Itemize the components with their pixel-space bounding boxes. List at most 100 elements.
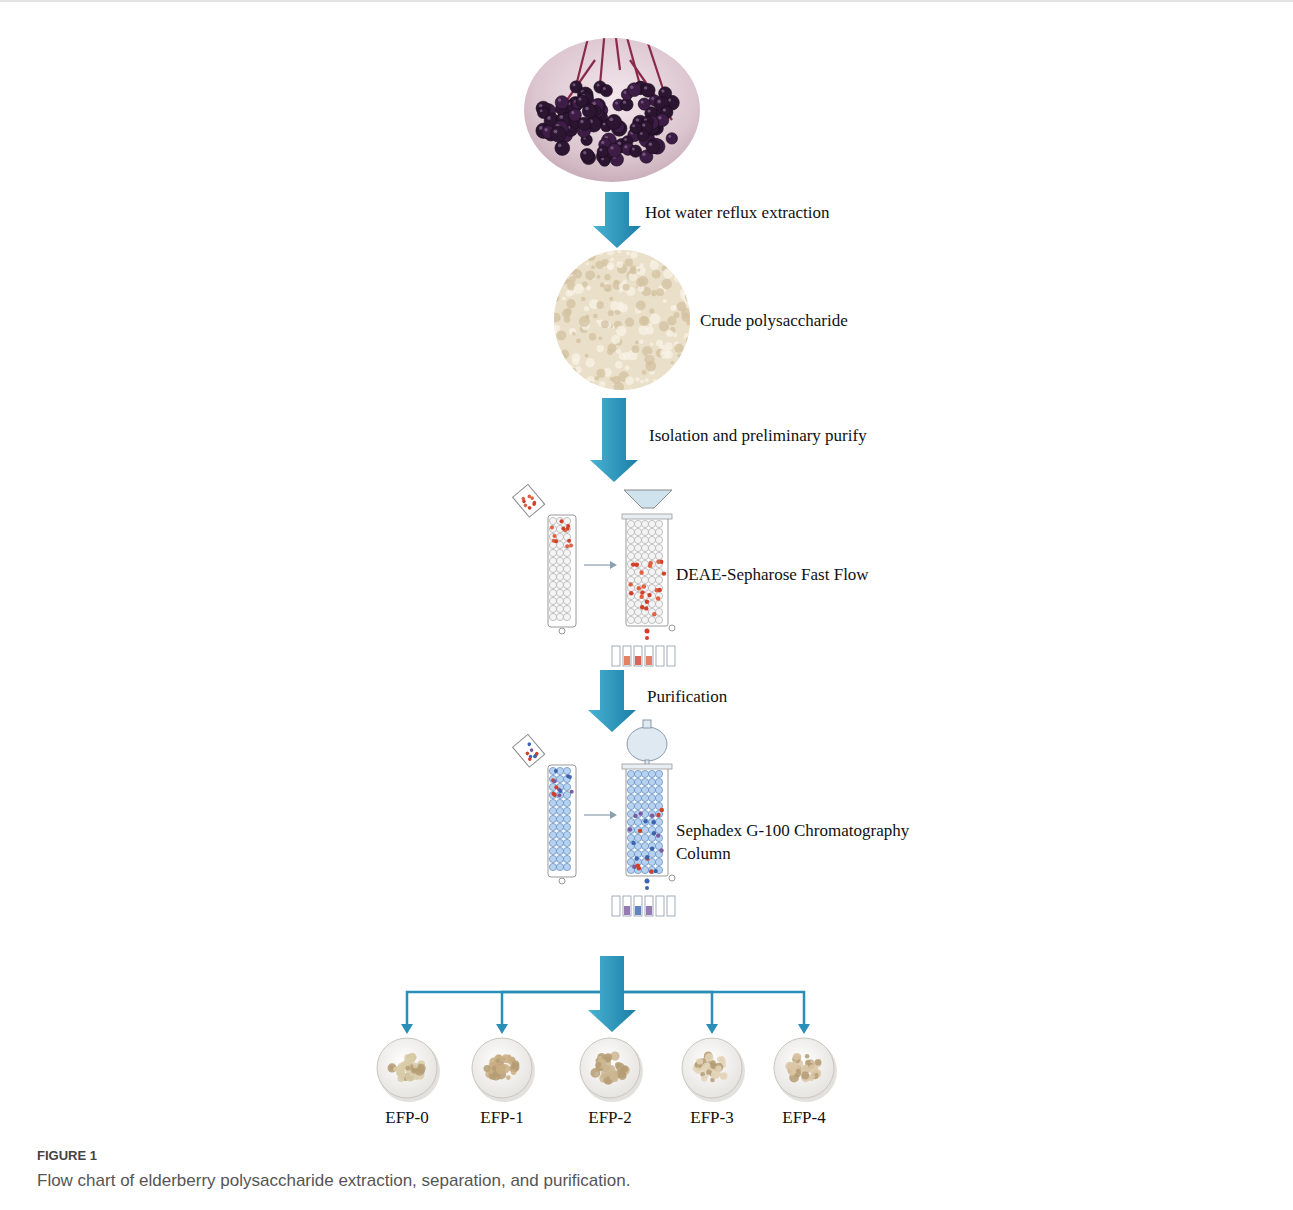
sample-dot (629, 582, 633, 586)
powder-flake (607, 248, 615, 256)
beaker-body (513, 484, 545, 517)
gel-bead (648, 770, 655, 777)
berry-shine (597, 84, 600, 87)
sample-dot (640, 605, 644, 609)
powder-flake (683, 261, 690, 268)
powder-flake (651, 260, 654, 263)
column-rim (622, 764, 672, 769)
powder-flake (649, 309, 654, 314)
powder-flake (617, 249, 621, 253)
sample-dot (527, 757, 532, 762)
powder-flake (659, 321, 669, 331)
gel-bead (549, 581, 556, 588)
berry-shine (668, 135, 671, 138)
sample-dot (650, 847, 654, 851)
powder-flake (666, 330, 673, 337)
powder-flake (619, 289, 623, 293)
sample-dot (527, 494, 532, 499)
gel-bead (549, 557, 556, 564)
powder-flake (663, 299, 667, 303)
berry-shine (640, 132, 643, 135)
sample-flake (405, 1066, 410, 1071)
powder-flake (625, 366, 630, 371)
powder-flake (636, 301, 646, 311)
gel-bead (648, 834, 655, 841)
gel-bead (556, 557, 563, 564)
gel-bead (556, 589, 563, 596)
gel-bead (634, 536, 641, 543)
gel-bead (563, 557, 570, 564)
sample-flake (617, 1069, 626, 1078)
fraction (635, 906, 641, 915)
powder-flake (574, 284, 584, 294)
gel-bead (556, 799, 563, 806)
sample-flake (609, 1075, 614, 1080)
powder-flake (583, 380, 588, 385)
sample-dot (525, 751, 530, 756)
sample-dot (554, 785, 558, 789)
sample-flake (801, 1072, 809, 1080)
powder-flake (640, 263, 644, 267)
sample-flake (489, 1070, 494, 1075)
sample-dot (550, 526, 554, 530)
powder-flake (626, 251, 630, 255)
column-outlet (669, 875, 675, 881)
berry-shine (554, 129, 558, 133)
powder-flake (684, 268, 692, 276)
photo-ground (520, 36, 710, 186)
gel-bead (648, 810, 655, 817)
gel-bead (556, 863, 563, 870)
sample-dot (656, 833, 660, 837)
gel-bead (627, 536, 634, 543)
gel-bead (655, 858, 662, 865)
sample-dot (567, 539, 571, 543)
fraction (624, 656, 630, 665)
powder-flake (558, 354, 566, 362)
sample-flake (506, 1075, 511, 1080)
powder-flake (687, 378, 694, 385)
powder-flake (599, 381, 605, 387)
sample-flake (706, 1070, 711, 1075)
sample-dot (639, 811, 643, 815)
powder-flake (571, 353, 580, 362)
berry-shine (663, 108, 666, 111)
sample-flake (788, 1068, 795, 1075)
gel-bead (648, 584, 655, 591)
powder-flake (652, 270, 661, 279)
powder-flake (572, 332, 576, 336)
stage-label: Crude polysaccharide (700, 310, 848, 333)
berry (666, 133, 677, 144)
step-label: Isolation and preliminary purify (647, 425, 869, 447)
gel-bead (648, 568, 655, 575)
chromatography-column (626, 766, 668, 876)
powder-flake (623, 352, 631, 360)
powder-flake (564, 364, 573, 373)
sample-dot (521, 499, 526, 504)
gel-bead (563, 549, 570, 556)
powder-flake (673, 333, 677, 337)
powder-flake (666, 370, 675, 379)
berry (580, 148, 593, 161)
powder-flake (612, 376, 620, 384)
transfer-head (610, 811, 617, 819)
powder-flake (585, 270, 595, 280)
gel-bead (549, 791, 556, 798)
powder-flake (549, 383, 557, 391)
flow-arrow (593, 192, 641, 248)
powder-flake (549, 293, 558, 302)
berry-shine (609, 117, 613, 121)
sample-dot (656, 813, 660, 817)
sample-flake (492, 1066, 496, 1070)
sample-dot (559, 789, 563, 793)
powder-flake (686, 337, 693, 344)
sample-flake (494, 1057, 501, 1064)
sample-dot (629, 591, 633, 595)
berry-shine (642, 153, 645, 156)
sample-dish: EFP-1 (462, 1034, 542, 1130)
powder-flake (662, 351, 665, 354)
powder-flake (635, 341, 639, 345)
berry (638, 98, 650, 110)
sample-flake (393, 1067, 398, 1072)
sample-flake (809, 1076, 814, 1081)
branch-connector (401, 956, 612, 1034)
